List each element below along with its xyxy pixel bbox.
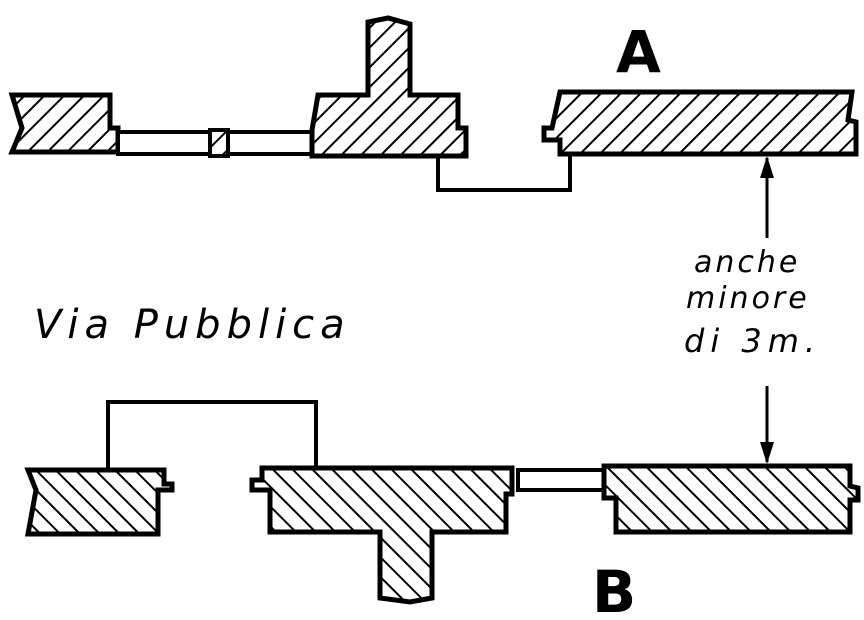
plan-a-window-1 — [116, 130, 212, 156]
dimension-arrowhead-top — [760, 156, 774, 178]
plan-a-label: A — [616, 18, 661, 86]
plan-b-entrance-outline — [106, 400, 318, 468]
plan-a-wall-right — [541, 89, 859, 157]
plan-b-window — [516, 468, 606, 492]
plan-a-wall-center — [309, 15, 469, 159]
dimension-arrow — [760, 156, 774, 464]
street-label: Via Pubblica — [34, 302, 351, 348]
note-line-2: minore — [686, 281, 810, 316]
dimension-arrowhead-bottom — [760, 442, 774, 464]
plan-a-walls — [8, 15, 859, 192]
plan-b-wall-left — [24, 467, 175, 537]
plan-b-label: B — [592, 558, 636, 620]
note-line-3: di 3m. — [684, 322, 821, 360]
plan-b-walls — [24, 400, 861, 605]
plan-b-wall-right — [601, 463, 861, 535]
plan-b-wall-center — [249, 465, 515, 605]
plan-a-window-2 — [226, 130, 314, 156]
note-line-1: anche — [694, 245, 800, 280]
plan-a-wall-left — [8, 92, 121, 155]
plan-a-pier — [208, 128, 230, 158]
plan-a-entrance-outline — [436, 156, 572, 192]
